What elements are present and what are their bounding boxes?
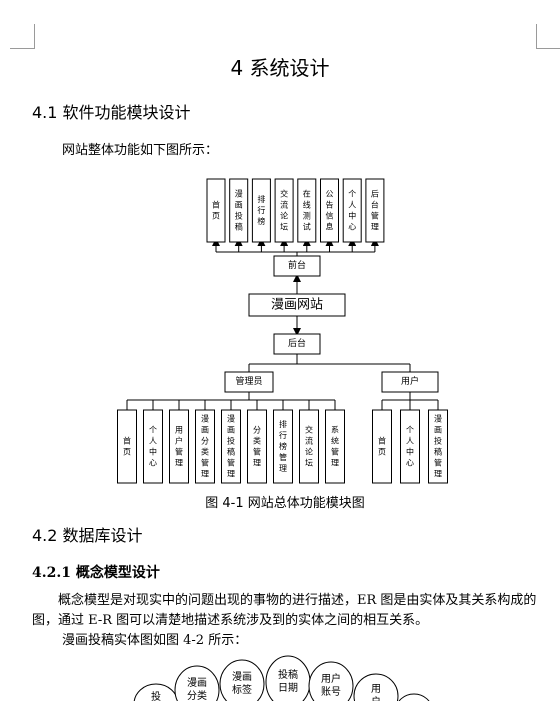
front-module-box [342, 178, 362, 243]
admin-module-box-label: 漫画分类管理 [201, 414, 209, 479]
front-module-box [274, 178, 294, 243]
admin-module-box [195, 409, 215, 484]
concept-model-text: 概念模型是对现实中的问题出现的事物的进行描述，ER 图是由实体及其关系构成的图，… [32, 593, 537, 628]
front-module-box [297, 178, 317, 243]
admin-module-box-label: 个人中心 [149, 426, 157, 468]
er-attribute-label: 用户账号 [321, 672, 341, 698]
admin-module-box [325, 409, 345, 484]
front-module-box [206, 178, 226, 243]
diagram-connectors [126, 238, 439, 410]
page-corner-mark-right [536, 24, 560, 49]
admin-module-box [169, 409, 189, 484]
er-attribute-label: 投稿 [151, 690, 161, 701]
front-module-box-label: 首页 [212, 200, 220, 221]
page-corner-mark-left [10, 24, 35, 49]
front-module-box [320, 178, 339, 243]
er-attribute-ellipse [308, 661, 354, 701]
front-module-box-label: 公告信息 [326, 190, 334, 232]
er-attribute-label: 漫画分类 [187, 677, 207, 701]
user-module-box [372, 409, 392, 484]
user-module-box-label: 个人中心 [406, 426, 414, 468]
back-box-label: 后台 [288, 337, 306, 349]
user-box [381, 371, 439, 393]
er-figure-intro: 漫画投稿实体图如图 4-2 所示： [62, 633, 248, 648]
intro-paragraph: 网站整体功能如下图所示： [62, 143, 219, 158]
chapter-title: 4 系统设计 [230, 56, 330, 80]
er-attribute-label: 漫画标签 [232, 671, 252, 696]
front-module-box-label: 漫画投稿 [235, 189, 243, 232]
er-attribute-ellipse [398, 693, 430, 701]
admin-module-box-label: 首页 [123, 436, 131, 457]
admin-module-box-label: 排行榜管理 [279, 419, 287, 473]
admin-module-box [247, 409, 267, 484]
user-module-box [428, 409, 448, 484]
front-module-box-label: 个人中心 [348, 190, 356, 232]
admin-box [224, 371, 274, 393]
admin-module-box-label: 漫画投稿管理 [227, 414, 235, 479]
front-module-box-label: 排行榜 [257, 194, 265, 226]
front-module-box [251, 178, 271, 243]
front-box-label: 前台 [288, 259, 306, 271]
er-attribute-ellipse [353, 673, 399, 701]
admin-module-box [299, 409, 319, 484]
er-attribute-ellipse [133, 683, 179, 701]
front-module-box-label: 在线测试 [303, 189, 311, 232]
diagram-boxes: 首页漫画投稿排行榜交流论坛在线测试公告信息个人中心后台管理前台漫画网站后台管理员… [117, 178, 448, 484]
front-module-box [229, 178, 249, 243]
admin-module-box-label: 系统管理 [331, 425, 339, 468]
admin-module-box [221, 409, 241, 484]
er-attribute-ellipse [219, 659, 265, 701]
admin-module-box-label: 用户管理 [175, 426, 183, 468]
admin-module-box [273, 409, 293, 484]
user-module-box [400, 409, 420, 484]
er-diagram-partial: 投稿 漫画分类 漫画标签 投稿日期 用户账号 用户 [133, 655, 430, 701]
section-heading-4-2: 4.2 数据库设计 [32, 526, 143, 545]
admin-module-box-label: 交流论坛 [305, 425, 313, 468]
figure-caption: 图 4-1 网站总体功能模块图 [205, 496, 365, 511]
admin-module-box [143, 409, 163, 484]
front-module-box [365, 178, 385, 243]
user-box-label: 用户 [401, 375, 419, 387]
er-attribute-label: 用户 [371, 684, 381, 701]
back-box [273, 333, 321, 355]
section-heading-4-1: 4.1 软件功能模块设计 [32, 103, 191, 122]
user-module-box-label: 首页 [378, 436, 386, 457]
admin-box-label: 管理员 [235, 375, 262, 387]
concept-model-paragraph: 概念模型是对现实中的问题出现的事物的进行描述，ER 图是由实体及其关系构成的图，… [32, 591, 542, 631]
root-box-label: 漫画网站 [271, 298, 323, 313]
admin-module-box-label: 分类管理 [253, 426, 261, 468]
front-module-box-label: 后台管理 [371, 189, 379, 232]
er-attribute-ellipse [174, 665, 220, 701]
user-module-box-label: 漫画投稿管理 [434, 414, 442, 479]
front-box [273, 255, 321, 277]
root-box [248, 293, 346, 317]
er-attribute-label: 投稿日期 [278, 668, 298, 694]
front-module-box-label: 交流论坛 [280, 189, 288, 232]
admin-module-box [117, 409, 137, 484]
section-heading-4-2-1: 4.2.1 概念模型设计 [32, 565, 160, 581]
